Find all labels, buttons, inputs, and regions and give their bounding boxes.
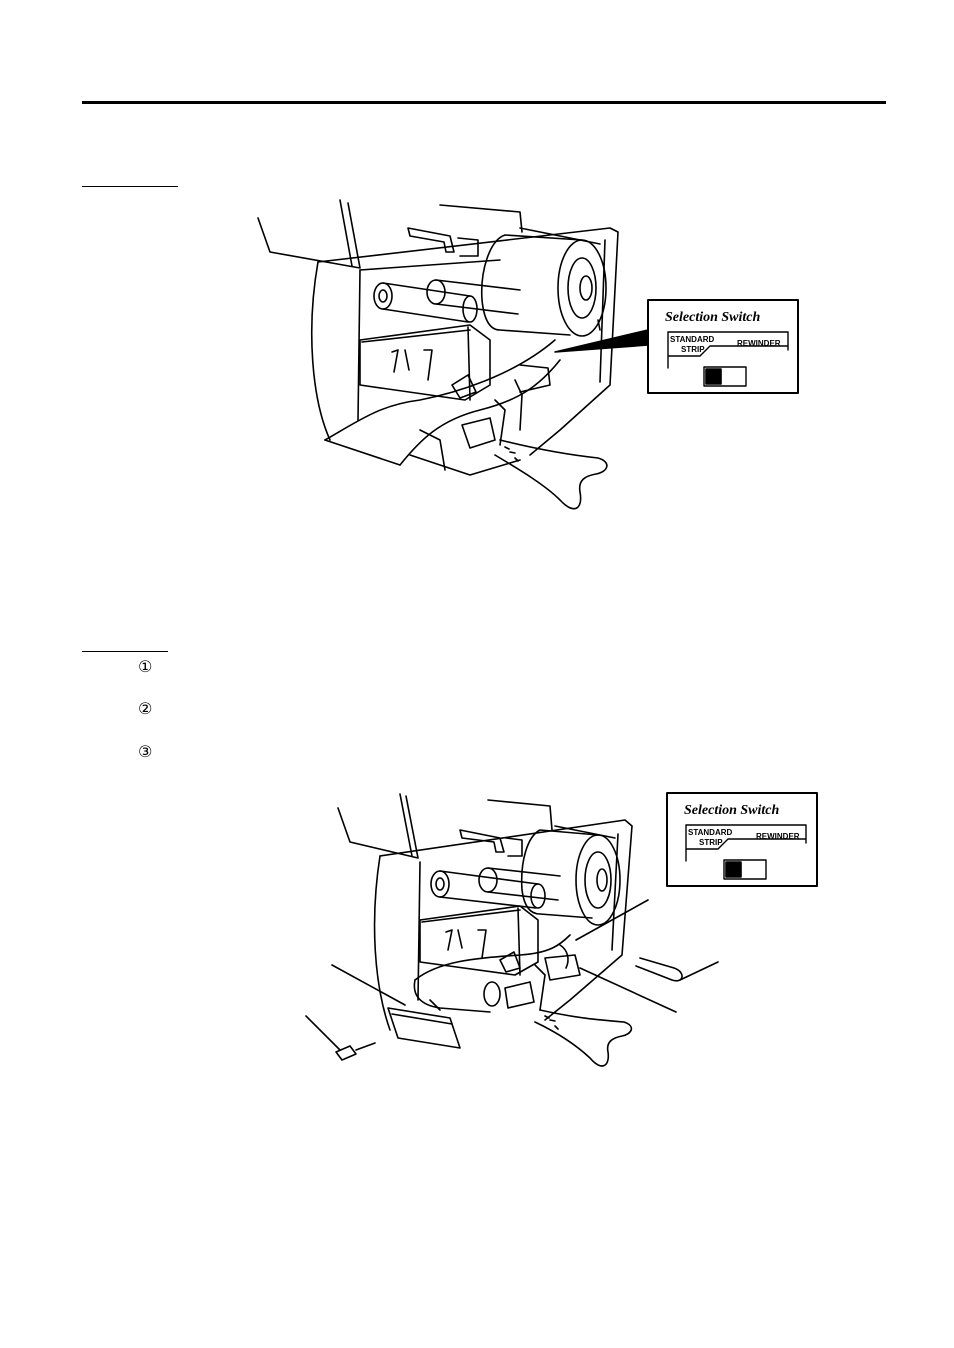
switch-left-label-1a: STANDARD: [670, 335, 715, 344]
switch-title-2: Selection Switch: [684, 803, 780, 818]
switch-left-label-2a: STANDARD: [688, 828, 733, 837]
switch-right-label-1: REWINDER: [737, 339, 781, 348]
section-rule-2: [82, 651, 168, 652]
section-rule-1: [82, 186, 178, 187]
switch-left-label-2b: STRIP: [699, 838, 723, 847]
step-marker-1: ①: [138, 657, 153, 676]
switch-title-1: Selection Switch: [665, 310, 761, 325]
step-marker-3: ③: [138, 742, 153, 761]
header-rule: [82, 101, 886, 104]
switch-right-label-2: REWINDER: [756, 832, 800, 841]
step-marker-2: ②: [138, 699, 153, 718]
switch-left-label-1b: STRIP: [681, 345, 705, 354]
